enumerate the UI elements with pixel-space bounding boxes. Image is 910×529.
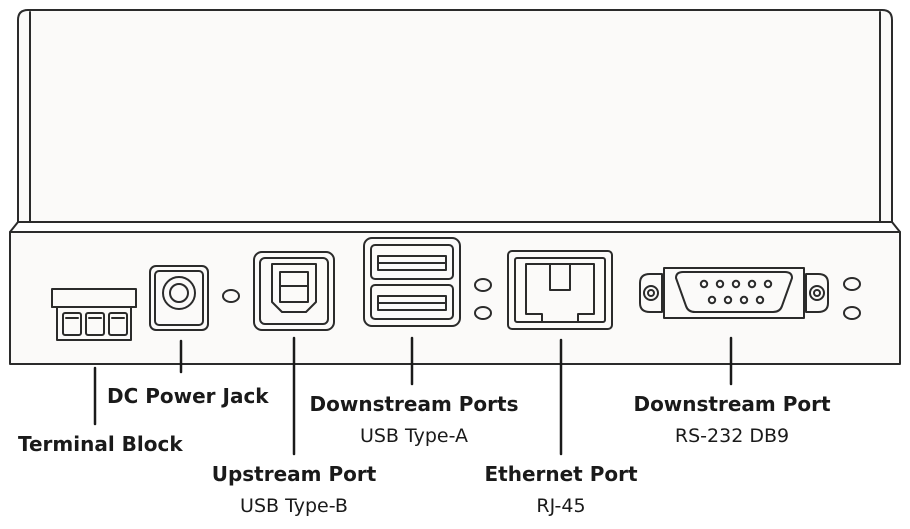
label-downstream-port-type: RS-232 DB9: [674, 425, 790, 447]
label-ethernet-port-type: RJ-45: [536, 495, 586, 517]
usb-type-b-port: [253, 251, 335, 331]
db9-serial-port: [639, 267, 829, 319]
indicator-led: [474, 278, 492, 292]
rj45-ethernet-port: [507, 250, 613, 330]
label-upstream-port-type: USB Type-B: [240, 495, 348, 517]
indicator-led: [843, 277, 861, 291]
label-dc-power-jack: DC Power Jack: [107, 384, 269, 408]
label-downstream-ports: Downstream Ports: [309, 392, 519, 416]
dc-power-jack-connector: [149, 265, 209, 331]
indicator-led: [222, 289, 240, 303]
terminal-block-connector: [51, 288, 137, 341]
usb-type-a-ports: [363, 237, 461, 327]
indicator-led: [843, 306, 861, 320]
label-terminal-block: Terminal Block: [18, 432, 183, 456]
label-downstream-ports-type: USB Type-A: [359, 425, 469, 447]
device-housing: [9, 9, 901, 365]
leader-lines: [93, 336, 733, 456]
label-downstream-port: Downstream Port: [633, 392, 831, 416]
label-ethernet-port: Ethernet Port: [484, 462, 638, 486]
label-upstream-port: Upstream Port: [211, 462, 377, 486]
indicator-led: [474, 306, 492, 320]
